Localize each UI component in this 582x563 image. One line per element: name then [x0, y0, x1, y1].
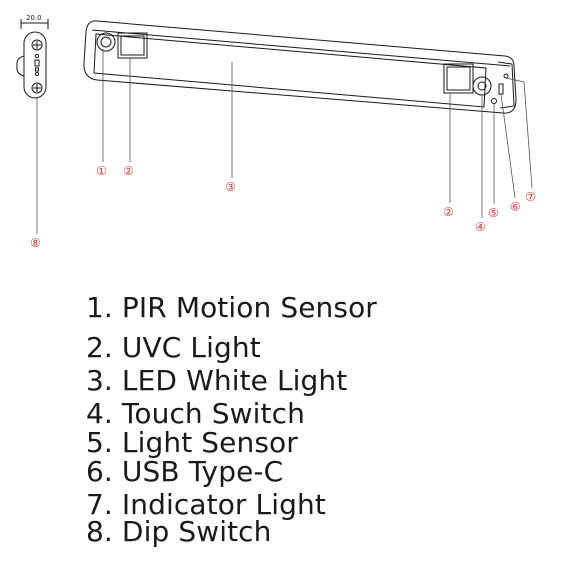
callout-5: ⑤ [488, 206, 499, 220]
callout-1: ① [96, 164, 107, 178]
pir-sensor-inner-icon [100, 36, 112, 48]
callout-8: ⑧ [30, 236, 41, 250]
legend-item-light-sensor: 5. Light Sensor [86, 426, 298, 459]
callout-2b: ② [443, 205, 454, 219]
indicator-light-icon [503, 73, 509, 79]
pir-sensor-icon [96, 32, 116, 52]
legend-item-pir-motion-sensor: 1. PIR Motion Sensor [86, 291, 377, 324]
light-bar [83, 20, 517, 114]
touch-switch-inner-icon [477, 81, 487, 91]
product-diagram: 20.0 ① ② ③ ② [16, 14, 536, 250]
callout-7: ⑦ [525, 190, 536, 204]
callout-3: ③ [225, 180, 236, 194]
legend-item-led-white-light: 3. LED White Light [86, 364, 348, 397]
legend-item-touch-switch: 4. Touch Switch [86, 397, 305, 430]
callout-4: ④ [475, 220, 486, 234]
side-view [16, 19, 49, 99]
leader-lines [36, 49, 533, 234]
legend-item-dip-switch: 8. Dip Switch [86, 515, 272, 548]
legend-item-indicator-light: 7. Indicator Light [86, 488, 326, 521]
uvc-light-left [117, 32, 148, 59]
legend-item-uvc-light: 2. UVC Light [86, 331, 261, 364]
uvc-light-right [443, 63, 474, 94]
usb-type-c-port [498, 83, 504, 95]
dimension-label: 20.0 [26, 14, 42, 22]
light-sensor-icon [491, 98, 497, 104]
callout-6: ⑥ [510, 200, 521, 214]
legend-item-usb-type-c: 6. USB Type-C [86, 455, 284, 488]
callout-2: ② [123, 164, 134, 178]
touch-switch-icon [472, 76, 492, 96]
